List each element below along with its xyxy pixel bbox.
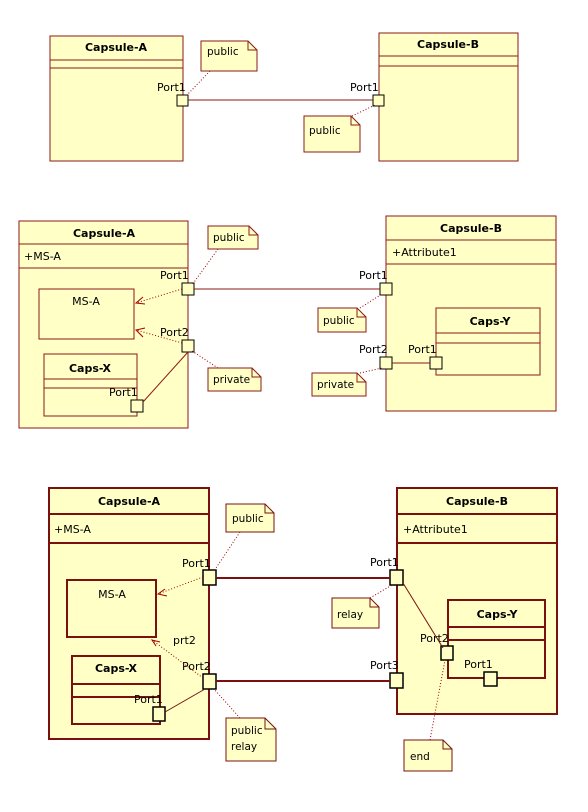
d2-note-b-port1-text: public xyxy=(323,315,355,327)
d1-capsule-b-port1[interactable] xyxy=(372,94,385,107)
d2-capsule-b-attribute: +Attribute1 xyxy=(392,246,457,259)
d1-capsule-b-title: Capsule-B xyxy=(417,38,479,51)
d3-caps-y[interactable]: Caps-Y xyxy=(447,599,546,679)
d1-capsule-a-port1-label: Port1 xyxy=(157,81,186,94)
d3-note-a-port1-text: public xyxy=(232,513,264,525)
d2-capsule-a-port2[interactable] xyxy=(181,339,195,353)
d3-ms-a-title: MS-A xyxy=(98,588,126,601)
d2-port1-to-ms-a xyxy=(135,288,183,304)
d2-caps-y[interactable]: Caps-Y xyxy=(435,307,541,376)
d2-note-a-port1[interactable]: public xyxy=(207,225,259,250)
d2-capsule-b-port1[interactable] xyxy=(379,282,393,296)
d3-capsule-b-attribute: +Attribute1 xyxy=(403,523,468,536)
d2-note-a-port1-text: public xyxy=(213,232,245,244)
d1-note-a[interactable]: public xyxy=(200,40,258,72)
d2-arrowhead-2 xyxy=(135,327,146,338)
d3-capsule-a-title: Capsule-A xyxy=(98,495,161,508)
d1-note-b-link xyxy=(351,104,376,117)
d1-note-b-text: public xyxy=(309,125,341,137)
d3-note-a-port2-text-2: relay xyxy=(231,741,257,753)
d3-capsule-b-port3[interactable] xyxy=(389,672,404,689)
d2-capsule-b-port1-label: Port1 xyxy=(359,269,388,282)
d2-capsule-a-title: Capsule-A xyxy=(73,227,136,240)
d2-caps-x-port1-label: Port1 xyxy=(109,386,138,399)
d3-note-a-port1[interactable]: public xyxy=(225,503,275,533)
d3-capsule-a-attribute: +MS-A xyxy=(54,523,91,536)
d2-capsule-a-attribute: +MS-A xyxy=(24,250,61,263)
d2-note-b-port1[interactable]: public xyxy=(317,307,367,333)
d2-caps-y-port1[interactable] xyxy=(429,356,443,370)
d2-note-a-port1-link xyxy=(191,248,219,286)
d2-note-b-port2-text: private xyxy=(317,379,354,391)
d2-arrowhead-1 xyxy=(134,296,146,305)
d3-caps-y-title: Caps-Y xyxy=(477,608,519,621)
d2-capsule-a-port1-label: Port1 xyxy=(160,269,189,282)
d1-note-a-link xyxy=(185,70,211,97)
d2-ms-a[interactable]: MS-A xyxy=(38,288,135,340)
d3-capsule-b-port1-label: Port1 xyxy=(370,556,399,569)
d3-capsule-a-port2[interactable] xyxy=(202,673,217,690)
d3-caps-y-port1-label: Port1 xyxy=(464,658,493,671)
d1-note-b[interactable]: public xyxy=(303,115,361,153)
d3-note-end-text: end xyxy=(410,751,430,763)
d1-capsule-b[interactable]: Capsule-B xyxy=(378,32,519,162)
d3-port1-to-ms-a xyxy=(157,576,204,595)
d1-capsule-a[interactable]: Capsule-A xyxy=(49,35,184,162)
d2-note-a-port2[interactable]: private xyxy=(207,367,262,392)
d3-note-b-port1-link xyxy=(369,584,393,599)
d3-arrowhead-2 xyxy=(150,639,161,647)
d1-capsule-b-port1-label: Port1 xyxy=(350,81,379,94)
d3-capsule-a-port1-label: Port1 xyxy=(182,557,211,570)
d2-capsule-a-port1[interactable] xyxy=(181,282,195,296)
d2-caps-x[interactable]: Caps-X xyxy=(43,353,138,417)
d3-capsule-b-port1[interactable] xyxy=(389,569,404,586)
d3-caps-x[interactable]: Caps-X xyxy=(71,655,161,725)
d2-note-b-port2[interactable]: private xyxy=(311,372,367,397)
d3-caps-y-port2-label: Port2 xyxy=(420,632,449,645)
d1-capsule-a-port1[interactable] xyxy=(176,94,189,107)
d3-caps-x-port1[interactable] xyxy=(152,706,166,722)
d1-note-a-text: public xyxy=(207,46,239,58)
d2-note-a-port2-link xyxy=(191,350,219,369)
d3-b-port1-to-caps-y-port2 xyxy=(402,582,444,649)
d2-capsule-a-port2-label: Port2 xyxy=(160,326,189,339)
d3-note-b-port1-text: relay xyxy=(337,609,363,621)
d2-capsule-b-port2[interactable] xyxy=(379,356,393,370)
d2-caps-y-port1-label: Port1 xyxy=(408,343,437,356)
d3-note-a-port1-link xyxy=(213,531,241,572)
d2-note-a-port2-text: private xyxy=(213,374,250,386)
d3-ms-a[interactable]: MS-A xyxy=(66,579,157,638)
d3-note-a-port2-link xyxy=(213,688,241,719)
d3-port2-to-caps-x xyxy=(164,688,206,713)
d3-capsule-b-title: Capsule-B xyxy=(446,495,508,508)
d2-capsule-b-title: Capsule-B xyxy=(440,222,502,235)
d2-port2-to-caps-x xyxy=(142,351,189,403)
d3-caps-x-title: Caps-X xyxy=(95,662,138,675)
d3-note-a-port2[interactable]: public relay xyxy=(225,717,277,762)
d2-caps-x-title: Caps-X xyxy=(69,362,112,375)
diagram-1: Capsule-A Port1 Capsule-B Port1 public p… xyxy=(49,32,519,162)
d3-capsule-a-port1[interactable] xyxy=(202,569,217,586)
d2-ms-a-title: MS-A xyxy=(72,295,100,308)
d2-caps-y-title: Caps-Y xyxy=(470,315,512,328)
diagram-2: Capsule-A +MS-A MS-A Caps-X Port1 Port1 … xyxy=(18,215,557,429)
d3-arrowhead-1 xyxy=(156,588,168,597)
d2-capsule-b-port2-label: Port2 xyxy=(359,343,388,356)
d2-caps-x-port1[interactable] xyxy=(130,399,144,413)
d3-note-b-port1[interactable]: relay xyxy=(331,597,380,629)
d1-capsule-a-title: Capsule-A xyxy=(85,41,148,54)
d2-note-b-port2-link xyxy=(359,367,383,374)
d3-capsule-b-port3-label: Port3 xyxy=(370,659,399,672)
d3-capsule-a-port2-label: Port2 xyxy=(182,660,211,673)
d3-caps-y-port2[interactable] xyxy=(440,645,454,661)
d2-note-b-port1-link xyxy=(359,293,383,309)
d3-prt2-label: prt2 xyxy=(173,634,196,647)
diagram-3: Capsule-A +MS-A MS-A prt2 Caps-X Port1 P… xyxy=(48,487,558,772)
d3-note-a-port2-text-1: public xyxy=(231,725,263,737)
d2-port2-to-ms-a xyxy=(135,329,183,344)
d3-caps-y-port1[interactable] xyxy=(483,671,498,687)
d3-note-end[interactable]: end xyxy=(403,739,453,772)
d3-caps-x-port1-label: Port1 xyxy=(134,693,163,706)
